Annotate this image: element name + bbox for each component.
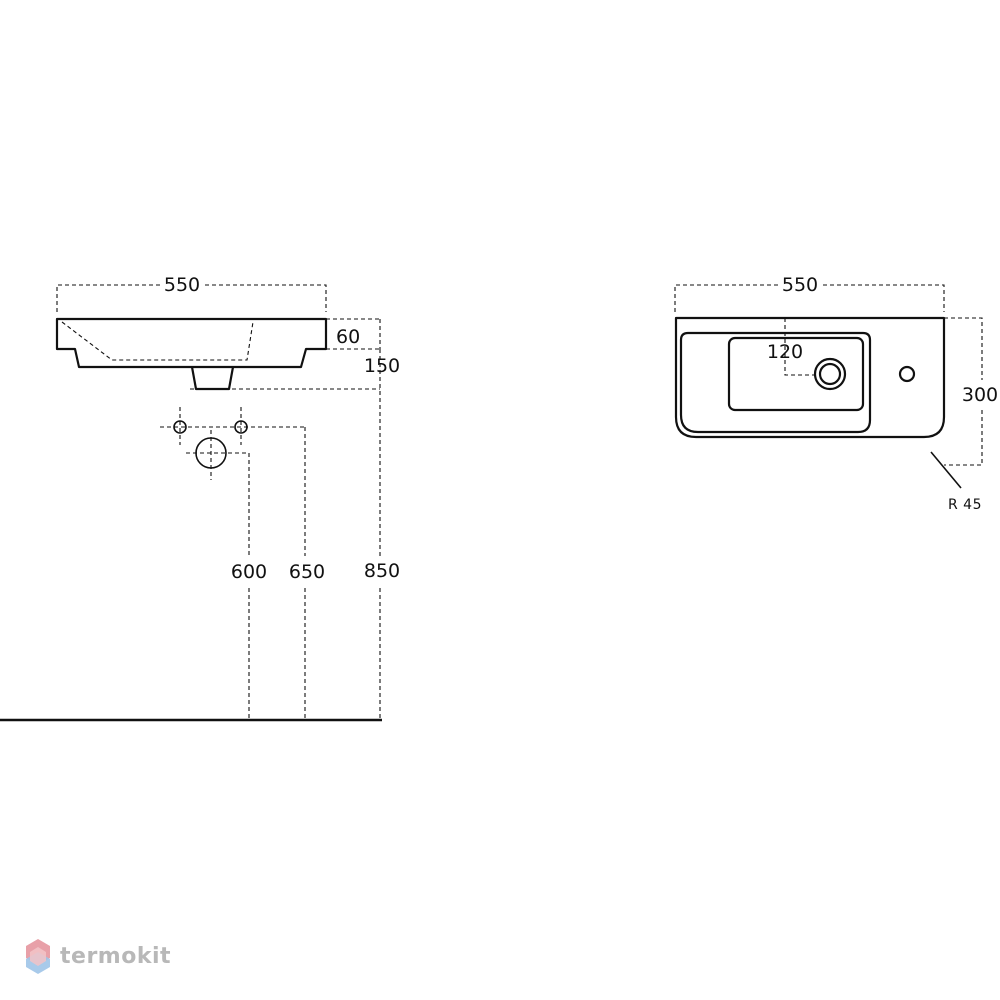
basin-top-outline [674,316,946,439]
pipe-centre-lines [160,407,305,480]
top-width-dimension-line [674,284,945,312]
depth-dimension-line [944,317,983,466]
drain-offset-label: 150 [364,355,400,377]
top-view: 550 120 300 R 45 [674,274,998,513]
side-width-dimension-line [56,284,327,312]
basin-side-profile [55,317,328,369]
top-width-label: 550 [782,274,818,296]
bowl-hidden-line [61,321,254,361]
logo-text: termokit [60,943,172,969]
radius-leader-line [930,451,962,489]
depth-label: 300 [962,384,998,406]
termokit-logo: termokit [24,936,171,976]
hexagon-logo-icon [26,939,50,974]
tap-offset-label: 120 [767,341,803,363]
waste-height-label: 600 [231,561,267,583]
side-view: 550 60 150 850 600 650 [0,274,400,722]
bowl-top-outline [679,331,872,434]
tap-hole-outer [813,357,847,391]
tap-hole-inner [818,362,842,386]
tap-offset-dimension-line [784,318,815,376]
supply-height-label: 650 [289,561,325,583]
corner-radius-label: R 45 [948,497,982,513]
rim-height-label: 60 [336,326,360,348]
side-width-label: 550 [164,274,200,296]
rim-from-floor-label: 850 [364,560,400,582]
drain-spigot [190,366,235,391]
tap-deck [727,336,865,412]
overflow-hole [898,365,916,383]
rim-height-dimension-line [326,318,381,350]
